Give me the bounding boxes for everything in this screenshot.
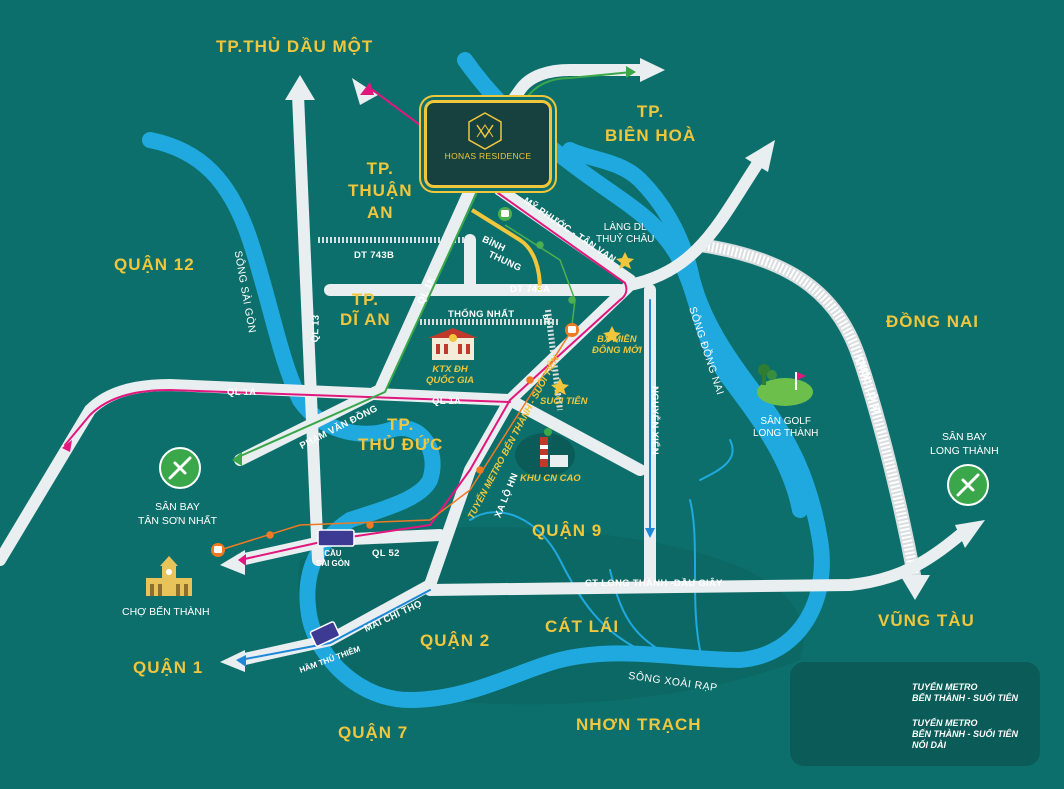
road-label-nguyen-xien: NGUYỄN XIỂN <box>648 386 660 455</box>
road-label-duong-small: ĐT <box>540 313 550 326</box>
airport-tan-son-nhat-icon <box>159 447 201 489</box>
star-icon <box>551 252 634 395</box>
metro-station-icon <box>211 543 225 557</box>
blue-arrow-heads <box>236 528 655 667</box>
ql1a-road <box>0 379 646 566</box>
ktx-building-icon <box>428 328 478 360</box>
duong-small-road <box>545 309 563 411</box>
pink-arrow-heads <box>62 82 374 566</box>
ql13-road <box>292 89 324 566</box>
pink-highway <box>64 87 628 561</box>
metro-line-orange <box>219 329 573 551</box>
my-phuoc-tan-van-road <box>494 184 636 286</box>
main-diagonal-road <box>624 154 766 291</box>
district-quan-9: QUẬN 9 <box>532 521 603 540</box>
district-quan-7: QUẬN 7 <box>338 723 409 742</box>
road-label-ql1a-left: QL 1A <box>227 387 257 398</box>
city-vung-tau: VŨNG TÀU <box>878 611 975 630</box>
airport-long-thanh-icon <box>947 464 989 506</box>
city-thu-dau-mot: TP.THỦ DẦU MỘT <box>216 37 374 56</box>
area-cat-lai: CÁT LÁI <box>545 617 620 636</box>
arrow-heads <box>220 58 985 672</box>
blue-highway <box>239 299 651 661</box>
province-dong-nai: ĐỒNG NAI <box>886 312 979 331</box>
green-highway <box>235 71 633 459</box>
legend-item-metro: TUYẾN METRO BẾN THÀNH - SUỐI TIÊN <box>804 682 1034 722</box>
khu-cn-cao-factory-icon <box>515 428 575 477</box>
ql1k-road <box>234 184 476 466</box>
legend-item-metro-extension: TUYẾN METRO BẾN THÀNH - SUỐI TIÊN NỐI DÀ… <box>804 718 1034 758</box>
railway-quoc-lo-51 <box>698 238 922 582</box>
metro-station-icon <box>498 207 512 221</box>
river-branch <box>699 439 734 481</box>
city-bien-hoa: TP.BIÊN HOÀ <box>605 102 697 145</box>
poi-khu-cn-cao: KHU CN CAO <box>520 473 581 484</box>
tan-son-nhat-arrow-head <box>220 550 245 575</box>
cau-sai-gon-bridge-icon <box>317 529 355 547</box>
brand-name: HONAS RESIDENCE <box>444 151 532 161</box>
metro-station-icon <box>565 323 579 337</box>
map-legend: TUYẾN METRO BẾN THÀNH - SUỐI TIÊN TUYẾN … <box>790 662 1040 766</box>
ct-long-thanh-road <box>424 529 966 596</box>
district-quan-12: QUẬN 12 <box>114 255 195 274</box>
district-quan-2: QUẬN 2 <box>420 631 491 650</box>
honas-logo-icon <box>468 112 502 150</box>
metro-line-green <box>504 224 576 326</box>
poi-cho-ben-thanh: CHỢ BẾN THÀNH <box>122 606 210 618</box>
road-label-ql52: QL 52 <box>372 548 400 559</box>
dashed-roads <box>318 237 563 411</box>
legend-label: TUYẾN METRO BẾN THÀNH - SUỐI TIÊN NỐI DÀ… <box>912 718 1019 750</box>
city-thu-duc: TP.THỦ ĐỨC <box>358 415 444 454</box>
honas-residence-logo[interactable]: HONAS RESIDENCE <box>424 100 552 188</box>
city-di-an: TP.DĨ AN <box>340 290 391 329</box>
long-thanh-arrow-head <box>955 520 985 548</box>
bien-hoa-arrow-head <box>640 58 665 82</box>
golf-course-icon <box>757 364 813 406</box>
road-label-dt743b: DT 743B <box>354 250 395 261</box>
vung-tau-arrow-head <box>900 575 930 600</box>
poi-suoi-tien: SUỐI TIÊN <box>540 396 588 407</box>
dong-nai-arrow-head <box>745 140 775 172</box>
binh-duong-road <box>464 64 646 166</box>
quan1-arrow-head <box>220 650 245 672</box>
binh-thung-connector <box>470 208 542 291</box>
thu-dau-mot-arrow-head <box>285 75 315 100</box>
road-label-ql13: QL 13 <box>309 314 322 343</box>
road-label-ct-long-thanh: CT LONG THÀNH -DẦU GIÂY <box>585 578 723 589</box>
road-label-ql1a-mid: QL 1A <box>432 396 462 407</box>
ham-thu-thiem-tunnel-icon <box>309 621 341 647</box>
road-label-thong-nhat: THỐNG NHẤT <box>448 309 515 320</box>
cho-ben-thanh-building-icon <box>146 556 192 596</box>
river-branch <box>469 511 641 651</box>
river-branch <box>689 499 701 651</box>
green-arrow-heads <box>232 66 636 466</box>
district-quan-1: QUẬN 1 <box>133 658 204 677</box>
legend-label: TUYẾN METRO BẾN THÀNH - SUỐI TIÊN <box>912 682 1019 703</box>
district-nhon-trach: NHƠN TRẠCH <box>576 715 702 734</box>
road-label-dt743a: DT 743A <box>510 284 551 295</box>
